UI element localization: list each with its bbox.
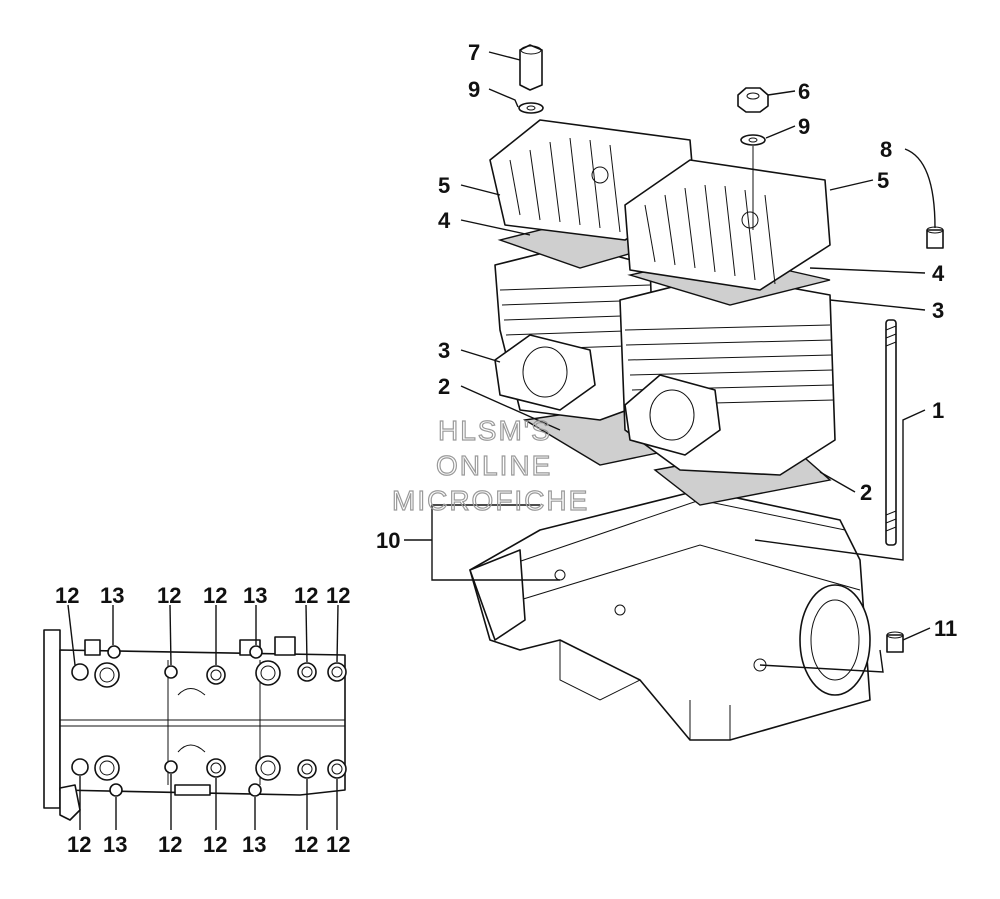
bottom-callout-top-6: 12 [294,583,318,608]
engine-assembly [469,44,944,741]
stud-part-1 [885,319,897,546]
bottom-callout-bottom-6: 12 [294,832,318,857]
watermark-line-2: ONLINE [436,450,552,481]
bottom-callout-top-5: 13 [243,583,267,608]
washer-part-9-right [740,134,766,146]
callout-6: 6 [798,79,810,104]
bottom-callout-bottom-3: 12 [158,832,182,857]
watermark: HLSM'S ONLINE MICROFICHE [391,414,589,516]
watermark-line-3: MICROFICHE [392,485,589,516]
bottom-callout-top-7: 12 [326,583,350,608]
callout-4-right: 4 [932,261,945,286]
crankcase [469,489,871,741]
callout-2-right: 2 [860,480,872,505]
exhaust-flange-front [624,374,721,456]
callout-8: 8 [880,137,892,162]
callout-7: 7 [468,40,480,65]
callout-3-right: 3 [932,298,944,323]
bottom-callout-bottom-7: 12 [326,832,350,857]
sleeve-part-8 [926,226,944,249]
exhaust-flange-rear [494,334,596,411]
main-callouts: 7 9 6 9 8 5 5 4 4 3 3 2 2 1 10 11 [376,40,957,641]
crankcase-bottom-view: 12 13 12 12 13 12 12 12 13 12 12 13 12 1… [43,583,350,857]
bottom-callout-bottom-1: 12 [67,832,91,857]
bottom-callout-top-1: 12 [55,583,79,608]
callout-5-left: 5 [438,173,450,198]
nut-part-6 [737,87,769,113]
bottom-callout-top-2: 13 [100,583,124,608]
callout-5-right: 5 [877,168,889,193]
callout-9-right: 9 [798,114,810,139]
bottom-callout-top-4: 12 [203,583,227,608]
callout-9-left: 9 [468,77,480,102]
watermark-line-1: HLSM'S [438,415,552,446]
dowel-part-11 [886,631,904,653]
callout-1: 1 [932,398,944,423]
washer-part-9-left [518,102,544,114]
callout-4-left: 4 [438,208,451,233]
callout-11: 11 [934,616,957,641]
bottom-callout-bottom-2: 13 [103,832,127,857]
bottom-callout-top-3: 12 [157,583,181,608]
callout-10: 10 [376,528,400,553]
callout-2-left: 2 [438,374,450,399]
leader-lines [404,51,936,673]
bottom-callout-bottom-4: 12 [203,832,227,857]
callout-3-left: 3 [438,338,450,363]
cylinder-head-front [624,159,831,291]
spacer-part-7 [519,44,543,91]
bottom-callout-bottom-5: 13 [242,832,266,857]
